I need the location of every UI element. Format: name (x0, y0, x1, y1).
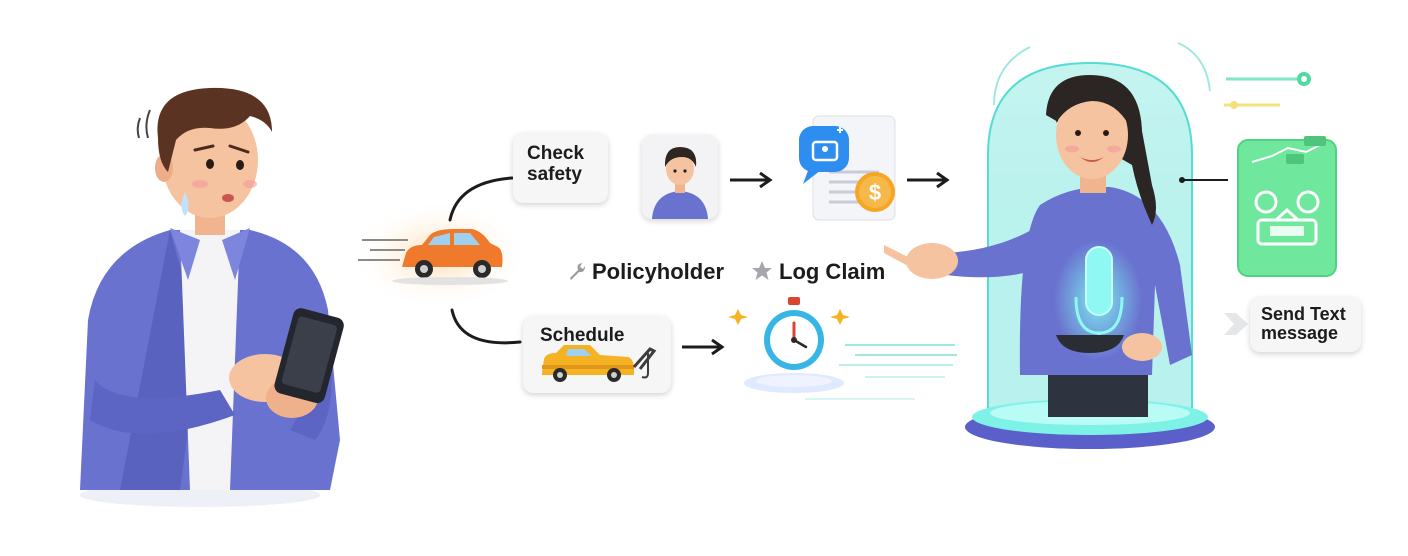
tow-truck-icon (542, 345, 657, 382)
check-safety-card: Check safety (513, 133, 608, 203)
schedule-label: Schedule (540, 325, 625, 346)
check-safety-label: Check safety (527, 143, 585, 185)
stressed-man-with-phone (80, 87, 344, 507)
motion-lines (805, 344, 957, 400)
arrow-icon (730, 171, 773, 189)
branch-connectors (448, 176, 522, 345)
star-icon (752, 261, 772, 280)
send-text-message-card: Send Text message (1250, 297, 1361, 352)
chevron-right-icon (1224, 313, 1248, 335)
person-avatar-icon (652, 147, 708, 219)
document-chat-coin-icon: $ (799, 115, 896, 221)
speeding-car-icon (350, 200, 530, 310)
stopwatch-icon (728, 297, 850, 393)
signal-lines (1224, 72, 1311, 109)
ai-agent-woman-in-hologram (884, 42, 1228, 449)
policyholder-label: Policyholder (592, 259, 725, 284)
robot-screen-icon (1237, 136, 1337, 277)
wrench-icon (570, 263, 585, 280)
send-text-message-label: Send Text message (1261, 304, 1346, 344)
svg-text:$: $ (869, 180, 881, 205)
arrow-icon (682, 338, 725, 356)
arrow-icon (907, 171, 950, 189)
log-claim-label: Log Claim (779, 259, 886, 284)
